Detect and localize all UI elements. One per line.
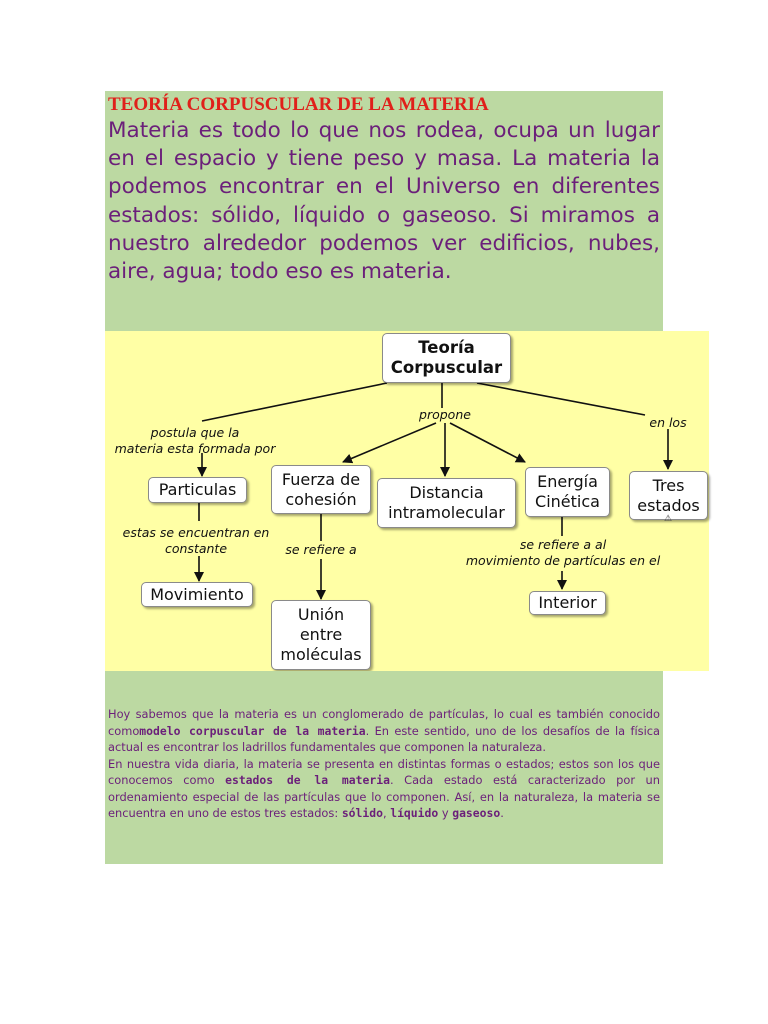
node-fuerza-cohesion: Fuerza de cohesión (271, 465, 371, 514)
bold-solido: sólido (341, 806, 383, 820)
node-union-entre-moleculas: Unión entre moléculas (271, 600, 371, 670)
node-particulas: Particulas (148, 477, 247, 503)
root-line-2: Corpuscular (390, 358, 503, 377)
page-title: TEORÍA CORPUSCULAR DE LA MATERIA (108, 94, 489, 115)
paragraph-2: En nuestra vida diaria, la materia se pr… (108, 756, 660, 821)
node-root-teoria-corpuscular: Teoría Corpuscular (382, 333, 511, 383)
connector-root-postula (201, 382, 388, 422)
bold-estados-materia: estados de la materia (225, 773, 390, 787)
label-propone: propone (419, 407, 471, 422)
paragraph-1: Hoy sabemos que la materia es un conglom… (108, 707, 660, 754)
label-postula: postula que la materia esta formada por (114, 425, 276, 456)
label-estas-se-encuentran: estas se encuentran en constante (122, 525, 270, 556)
warning-triangle-icon: ⚠ (664, 514, 673, 524)
label-se-refiere-a: se refiere a (285, 542, 357, 557)
bold-liquido: líquido (390, 806, 439, 820)
arrow-to-fuerza (342, 422, 437, 464)
concept-map: Teoría Corpuscular postula que la materi… (105, 331, 709, 671)
intro-text: Materia es todo lo que nos rodea, ocupa … (108, 118, 660, 285)
node-energia-cinetica: Energía Cinética (525, 467, 610, 517)
label-se-refiere-a-al: se refiere a al movimiento de partículas… (465, 537, 661, 568)
explanation-block: Hoy sabemos que la materia es un conglom… (105, 671, 663, 864)
node-movimiento: Movimiento (141, 582, 253, 607)
concept-map-connectors (194, 382, 673, 600)
arrow-to-energia (449, 422, 526, 463)
intro-block: TEORÍA CORPUSCULAR DE LA MATERIA Materia… (105, 91, 663, 332)
label-en-los: en los (649, 415, 687, 430)
bold-gaseoso: gaseoso (452, 806, 501, 820)
root-line-1: Teoría (418, 338, 475, 357)
node-interior: Interior (529, 591, 606, 615)
connector-root-enlos (476, 382, 646, 416)
node-distancia-intramolecular: Distancia intramolecular (377, 478, 516, 528)
bold-modelo-corpuscular: modelo corpuscular de la materia (139, 723, 366, 738)
node-tres-estados: Tres estados (629, 471, 708, 520)
